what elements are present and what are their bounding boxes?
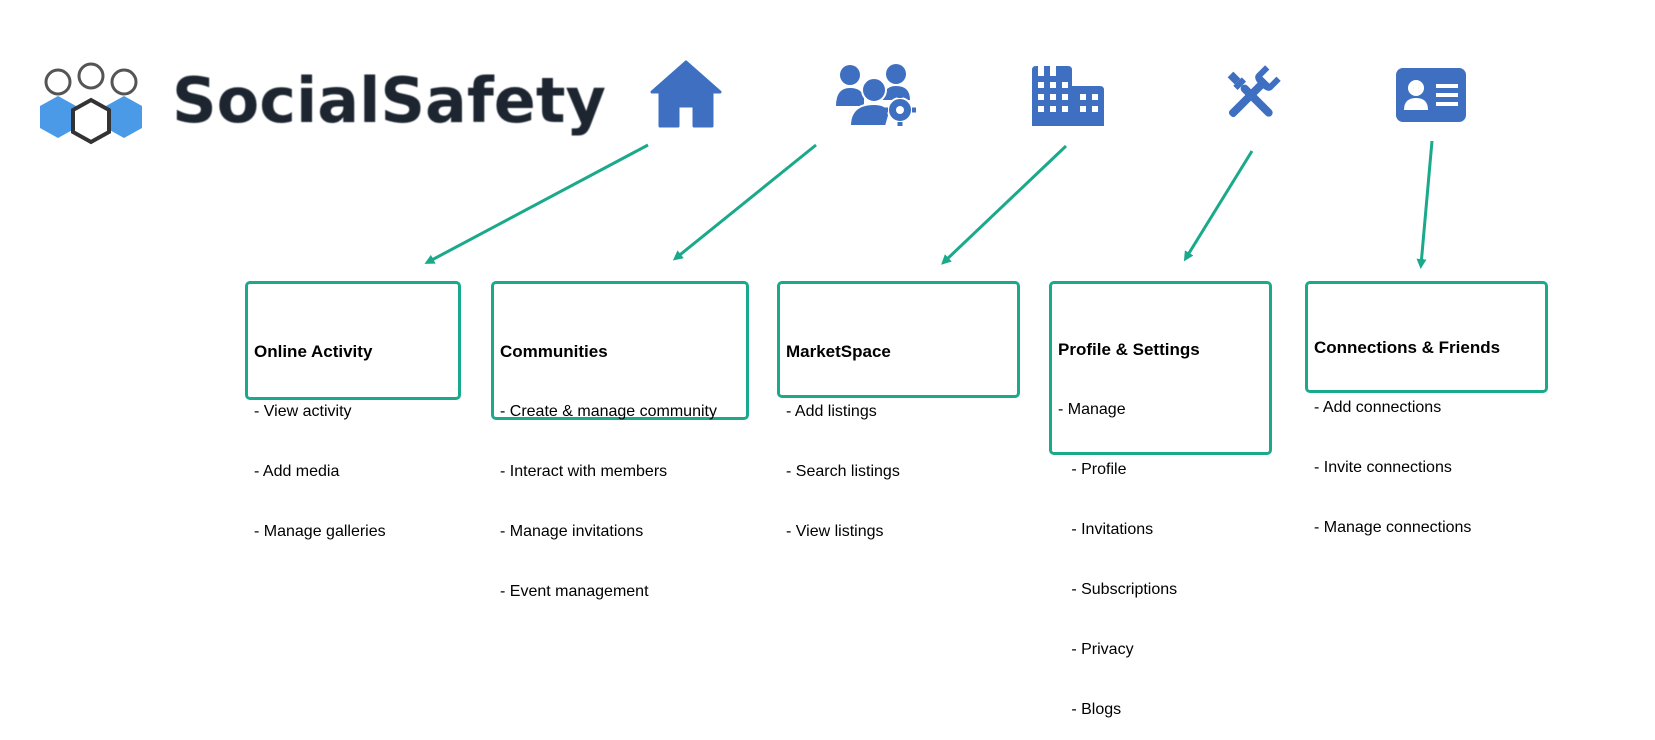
box-item: - Event management — [500, 583, 649, 600]
box-item: - Manage invitations — [500, 523, 644, 540]
box-item: - Create & manage community — [500, 403, 717, 420]
communities-box: Communities - Create & manage community … — [491, 281, 749, 600]
arrow-idcard-to-connections — [1416, 140, 1434, 269]
box-title: MarketSpace — [786, 342, 891, 361]
box-item: - Invitations — [1058, 521, 1154, 538]
marketspace-box: MarketSpace - Add listings - Search list… — [777, 281, 1020, 540]
box-title: Connections & Friends — [1314, 338, 1501, 357]
box-item: - View listings — [786, 523, 884, 540]
box-item: - Invite connections — [1314, 459, 1452, 476]
arrow-home-to-online-activity — [424, 143, 649, 264]
box-item: - View activity — [254, 403, 352, 420]
box-item: - Add listings — [786, 403, 877, 420]
brand-name: SocialSafety — [172, 64, 606, 137]
box-item: - Search listings — [786, 463, 900, 480]
arrow-building-to-marketspace — [941, 144, 1068, 265]
box-item: - Manage galleries — [254, 523, 386, 540]
connections-friends-box: Connections & Friends - Add connections … — [1305, 281, 1548, 536]
id-card-icon — [1396, 68, 1466, 122]
box-title: Profile & Settings — [1058, 340, 1200, 359]
building-icon — [1028, 64, 1104, 126]
box-title: Online Activity — [254, 342, 373, 361]
tools-icon — [1218, 62, 1284, 128]
online-activity-box: Online Activity - View activity - Add me… — [245, 281, 461, 540]
arrow-tools-to-profile-settings — [1183, 150, 1254, 262]
box-item: - Manage connections — [1314, 519, 1472, 536]
arrow-users-to-communities — [672, 143, 817, 261]
box-item: - Add connections — [1314, 399, 1442, 416]
hexagon-logo-icon — [40, 62, 142, 145]
box-item: - Manage — [1058, 401, 1126, 418]
logo: SocialSafety — [36, 52, 606, 152]
box-item: - Profile — [1058, 461, 1127, 478]
box-item: - Privacy — [1058, 641, 1134, 658]
box-item: - Subscriptions — [1058, 581, 1178, 598]
profile-settings-box: Profile & Settings - Manage - Profile - … — [1049, 281, 1272, 718]
connector-arrows — [424, 140, 1434, 269]
users-gear-icon — [836, 62, 916, 128]
box-title: Communities — [500, 342, 608, 361]
box-item: - Blogs — [1058, 701, 1122, 718]
home-icon — [650, 60, 722, 128]
box-item: - Add media — [254, 463, 340, 480]
box-item: - Interact with members — [500, 463, 668, 480]
